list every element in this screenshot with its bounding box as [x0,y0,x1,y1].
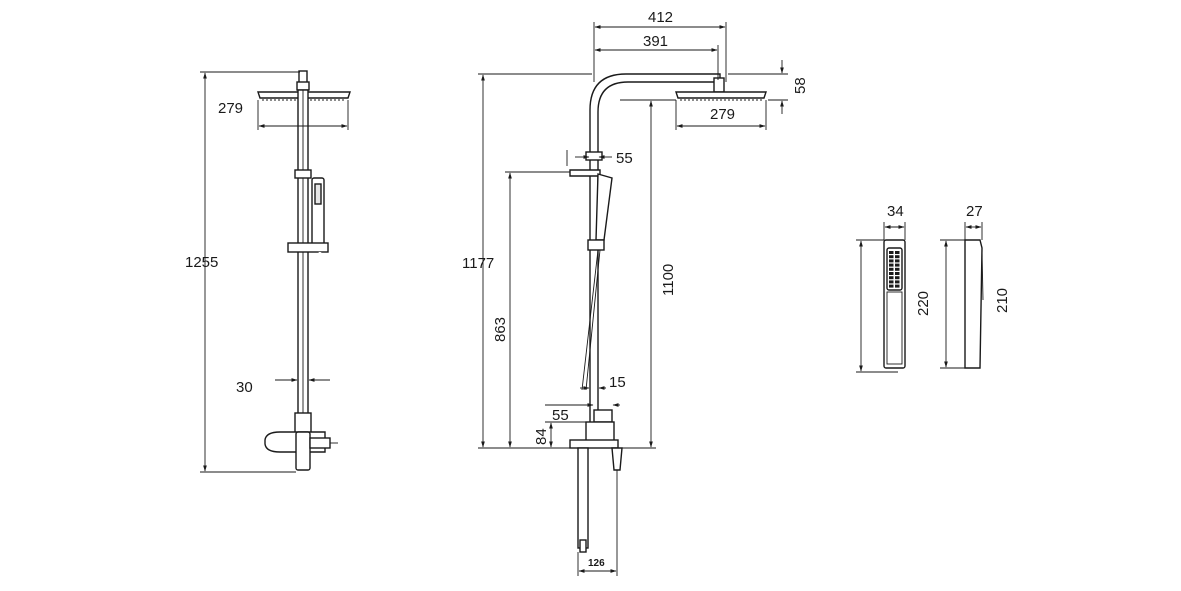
dim-side-arm-inner: 391 [594,33,719,80]
side-handshower [569,151,613,391]
handshower-front-view: 34 220 [856,203,932,373]
dim-side-mixer-depth: 126 [577,470,618,576]
label-side-wall-gap: 15 [609,374,626,391]
side-view: 412 391 58 279 55 [462,9,809,576]
label-side-mixer-depth: 126 [588,558,605,569]
nozzle [889,280,894,284]
dim-side-wall-gap: 15 [580,374,626,391]
front-mixer [264,412,338,471]
label-hand-front-length: 220 [915,291,932,316]
nozzle [895,284,900,288]
nozzle [895,251,900,254]
nozzle [895,255,900,259]
nozzle [889,263,894,267]
dim-side-arm-reach: 412 [593,9,727,82]
nozzle [895,276,900,280]
front-handshower [287,177,329,253]
nozzle [889,251,894,254]
label-side-head-thickness: 58 [792,77,809,94]
dim-side-head-thickness: 58 [728,60,809,114]
label-side-mixer-offset: 55 [552,407,569,424]
dim-front-head-width: 279 [218,100,349,130]
dim-side-holder-height: 863 [492,171,570,448]
nozzle [889,276,894,280]
handshower-nozzles [889,251,900,288]
dim-side-mixer-height: 84 [533,421,586,448]
dim-side-holder-offset: 55 [566,150,633,167]
nozzle [889,284,894,288]
side-riser-arm [589,73,767,441]
label-side-total-height: 1177 [462,255,494,272]
nozzle [889,272,894,275]
dim-side-head-height: 1100 [620,99,677,449]
dim-front-total-height: 1255 [185,71,300,473]
nozzle [889,255,894,259]
dim-side-mixer-offset: 55 [545,403,620,424]
nozzle [895,267,900,271]
label-side-head-width: 279 [710,106,735,123]
nozzle [895,263,900,267]
label-hand-front-width: 34 [887,203,904,220]
front-hose [302,251,384,551]
dim-side-total-height: 1177 [462,73,592,449]
label-front-head-width: 279 [218,100,243,117]
label-front-total-height: 1255 [185,254,218,271]
label-side-arm-inner: 391 [643,33,668,50]
label-front-rail-diameter: 30 [236,379,253,396]
label-hand-side-width: 27 [966,203,983,220]
nozzle [895,272,900,275]
nozzle [895,259,900,263]
label-side-head-height: 1100 [660,264,677,296]
handshower-side-view: 27 210 [940,203,1011,369]
label-side-holder-offset: 55 [616,150,633,167]
nozzle [889,267,894,271]
label-side-holder-height: 863 [492,317,509,342]
dim-front-rail-diameter: 30 [236,378,330,396]
dim-side-head-width: 279 [675,100,767,130]
nozzle [889,259,894,263]
label-side-arm-reach: 412 [648,9,673,26]
nozzle [895,280,900,284]
side-mixer [569,409,623,553]
front-view: 279 1255 30 [185,70,384,552]
label-hand-side-length: 210 [994,288,1011,313]
label-side-mixer-height: 84 [533,428,550,445]
